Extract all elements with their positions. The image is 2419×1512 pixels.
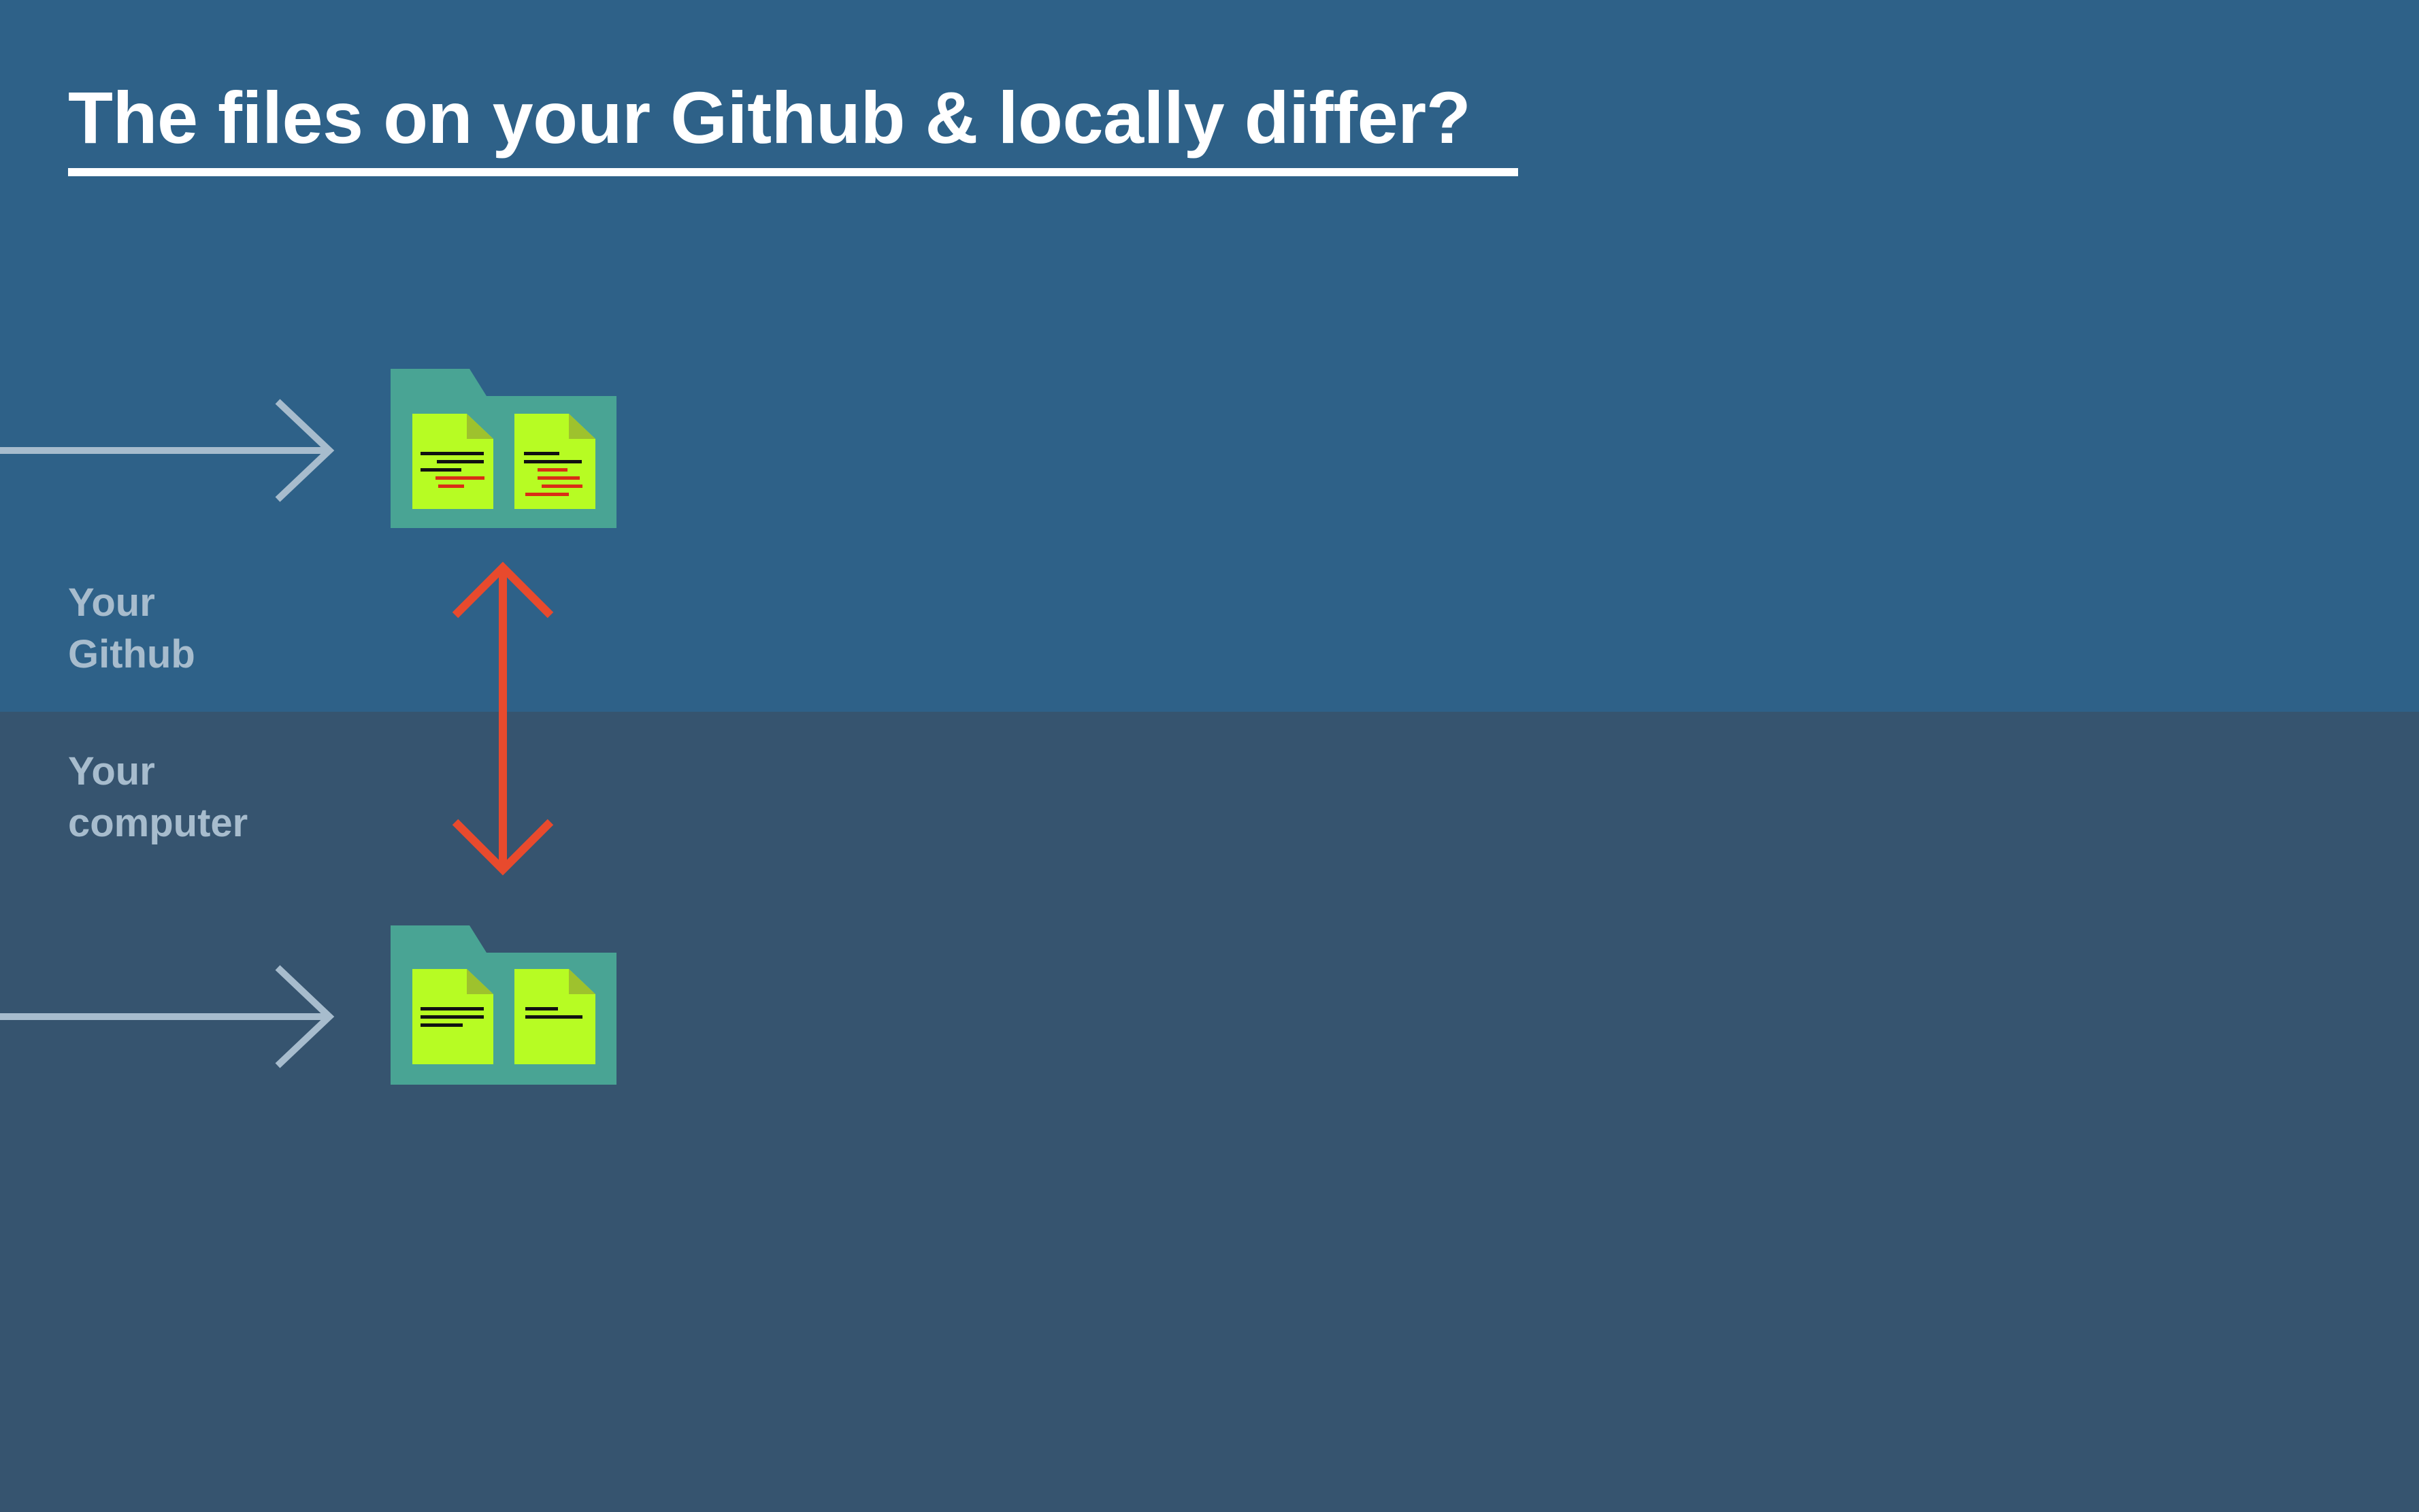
computer-file-1-icon [412, 969, 493, 1064]
computer-region [0, 712, 2419, 1512]
github-label-line-1: Your [68, 580, 155, 625]
diff-double-arrow-icon [452, 561, 554, 876]
computer-label-line-2: computer [68, 801, 248, 845]
github-file-2-icon [514, 414, 595, 509]
computer-label-line-1: Your [68, 749, 155, 793]
computer-input-arrow-icon [0, 965, 335, 1068]
github-folder-icon [391, 369, 616, 528]
computer-label: Your computer [68, 746, 248, 849]
github-region [0, 0, 2419, 712]
computer-file-2-icon [514, 969, 595, 1064]
github-input-arrow-icon [0, 399, 335, 502]
github-file-1-icon [412, 414, 493, 509]
github-label: Your Github [68, 577, 195, 680]
slide-title: The files on your Github & locally diffe… [68, 76, 1471, 159]
title-underline [68, 168, 1518, 176]
github-label-line-2: Github [68, 632, 195, 676]
computer-folder-icon [391, 925, 616, 1085]
